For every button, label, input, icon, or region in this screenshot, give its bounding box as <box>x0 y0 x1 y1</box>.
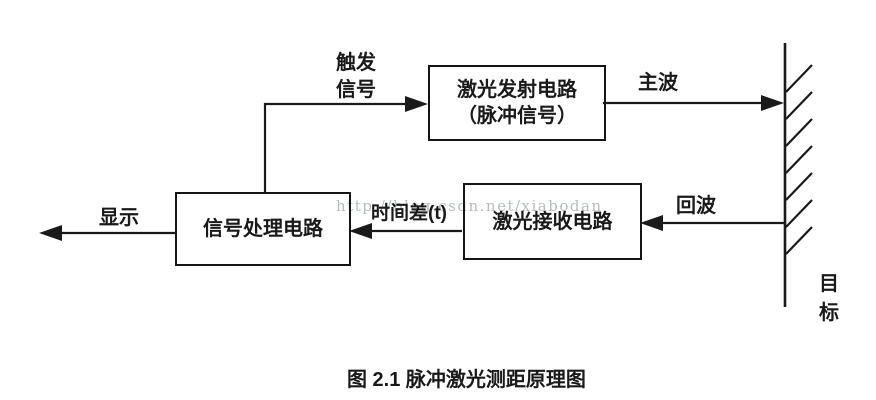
laser-emit-label-line2: （脉冲信号） <box>457 105 577 127</box>
laser-receive-label: 激光接收电路 <box>492 210 613 233</box>
main-wave-arrowhead <box>761 95 784 111</box>
laser-emit-box: 激光发射电路 （脉冲信号） <box>428 65 606 141</box>
trigger-signal-label: 触发 信号 <box>320 50 392 104</box>
trigger-signal-label-line1: 触发 <box>336 52 376 74</box>
trigger-signal-label-line2: 信号 <box>336 79 376 101</box>
watermark-text: http://blog.csdn.net/xiabodan <box>336 197 603 215</box>
target-label: 目标 <box>819 273 839 324</box>
time-diff-arrowhead <box>349 223 372 239</box>
trigger-signal-line <box>263 102 410 193</box>
echo-wave-label: 回波 <box>676 195 716 217</box>
main-wave-label: 主波 <box>638 72 678 94</box>
display-arrowhead <box>39 225 62 241</box>
laser-emit-label-line1: 激光发射电路 <box>457 79 577 101</box>
trigger-arrowhead <box>405 96 428 112</box>
echo-arrowhead <box>640 215 663 231</box>
signal-process-box: 信号处理电路 <box>175 192 351 266</box>
figure-caption: 图 2.1 脉冲激光测距原理图 <box>347 369 586 391</box>
signal-process-label: 信号处理电路 <box>203 218 323 240</box>
time-diff-label: 时间差(t) <box>371 203 447 224</box>
wall-hatching <box>785 64 813 255</box>
display-label: 显示 <box>99 207 139 229</box>
laser-receive-box: 激光接收电路 <box>463 183 642 260</box>
